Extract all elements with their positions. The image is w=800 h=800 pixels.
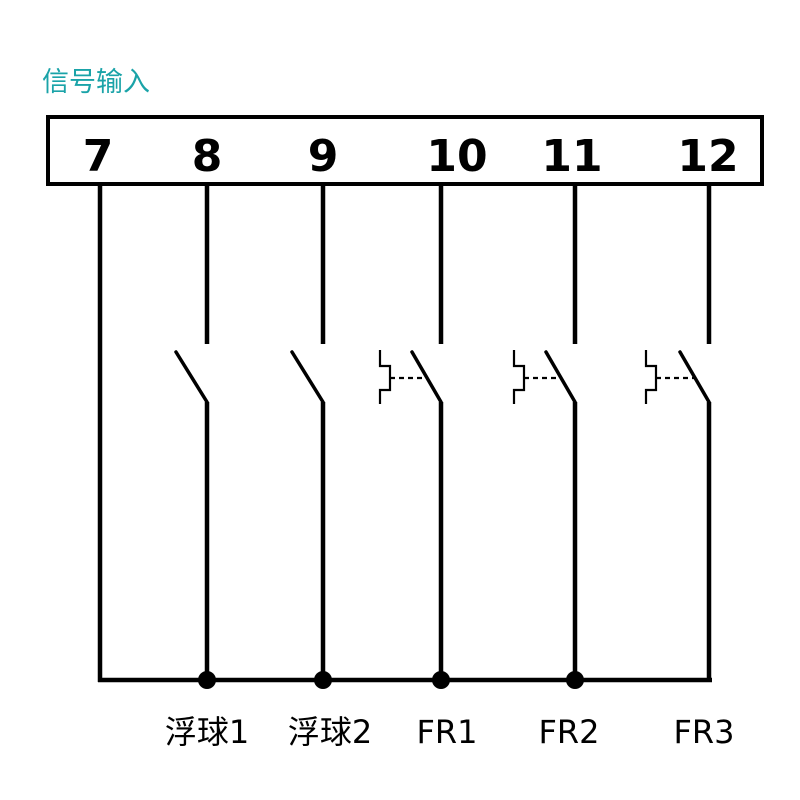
junction-dot — [566, 671, 584, 689]
device-label-float-1: 浮球1 — [165, 713, 249, 751]
switch-blade — [290, 350, 325, 404]
terminal-label-7: 7 — [83, 131, 114, 182]
device-labels: 浮球1 浮球2 FR1 FR2 FR3 — [165, 713, 735, 751]
junction-dot — [198, 671, 216, 689]
terminal-block-frame — [46, 115, 764, 186]
terminal-block: 7 8 9 10 11 12 — [46, 115, 764, 186]
thermal-relay-actuator-icon — [644, 350, 658, 404]
terminal-label-8: 8 — [192, 131, 223, 182]
terminal-label-9: 9 — [308, 131, 339, 182]
device-label-float-2: 浮球2 — [288, 713, 372, 751]
switch-blade — [410, 350, 443, 404]
diagram-title: 信号输入 — [42, 67, 150, 98]
junction-dot — [314, 671, 332, 689]
thermal-relay-actuator-icon — [512, 350, 526, 404]
common-wire — [97, 184, 712, 683]
branch-8-float-switch-1 — [174, 184, 216, 689]
switch-blade — [678, 350, 711, 404]
junction-dot — [432, 671, 450, 689]
terminal-label-11: 11 — [541, 131, 602, 182]
terminal-label-12: 12 — [677, 131, 738, 182]
device-label-fr3: FR3 — [674, 713, 735, 751]
branch-9-float-switch-2 — [290, 184, 332, 689]
switch-blade — [174, 350, 209, 404]
device-label-fr1: FR1 — [417, 713, 478, 751]
thermal-relay-actuator-icon — [378, 350, 392, 404]
switch-blade — [544, 350, 577, 404]
device-label-fr2: FR2 — [539, 713, 600, 751]
branch-11-thermal-relay-fr2 — [512, 184, 584, 689]
branch-12-thermal-relay-fr3 — [644, 184, 712, 682]
terminal-label-10: 10 — [426, 131, 487, 182]
branch-10-thermal-relay-fr1 — [378, 184, 450, 689]
